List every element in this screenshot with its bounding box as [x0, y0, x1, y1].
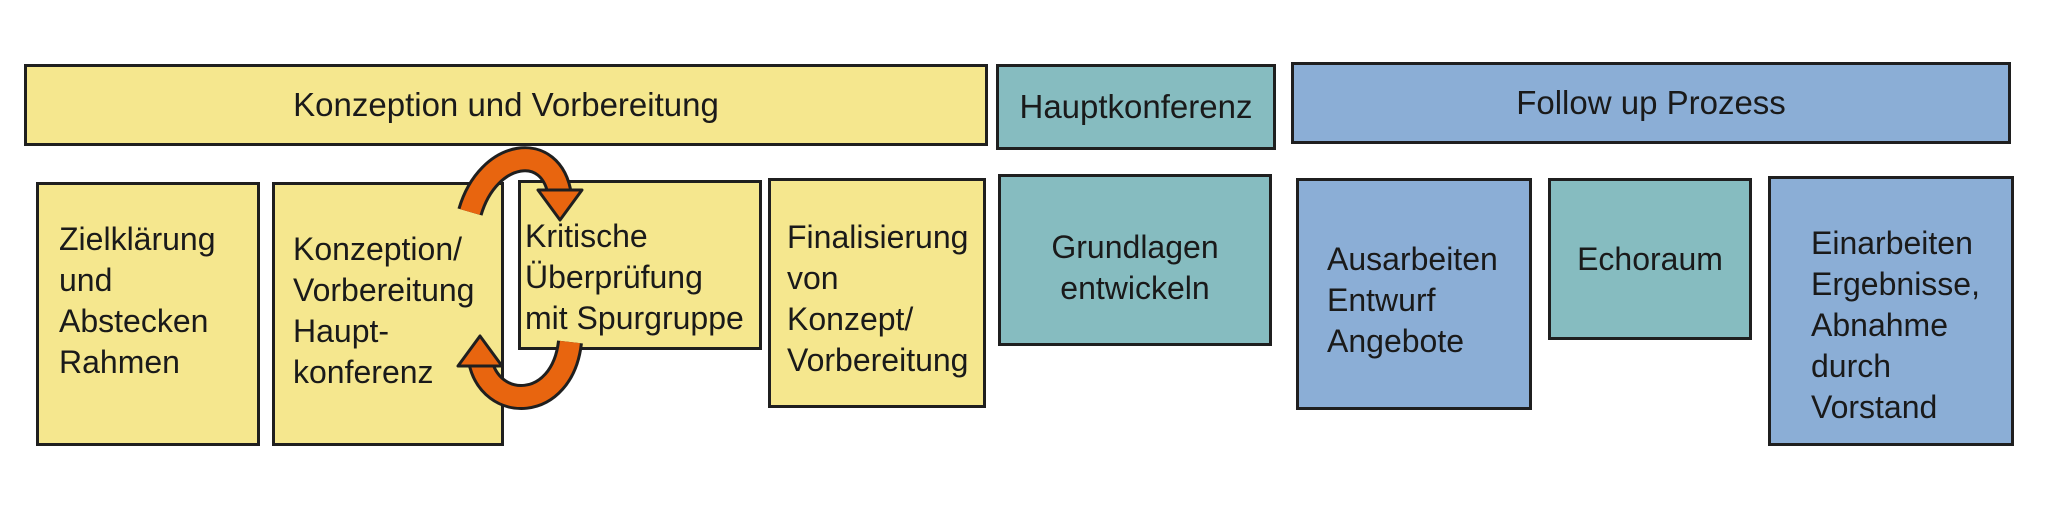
- card-einarbeiten-text: Einarbeiten Ergebnisse, Abnahme durch Vo…: [1811, 225, 1980, 425]
- card-ausarbeiten-text: Ausarbeiten Entwurf Angebote: [1327, 241, 1498, 359]
- card-finalisierung-text: Finalisierung von Konzept/ Vorbereitung: [787, 219, 969, 378]
- header-hauptkonferenz: Hauptkonferenz: [996, 64, 1276, 150]
- header-follow-up-prozess: Follow up Prozess: [1291, 62, 2011, 144]
- header-hauptkonferenz-label: Hauptkonferenz: [1019, 88, 1253, 125]
- card-kritische-text: Kritische Überprüfung mit Spurgruppe: [525, 218, 744, 336]
- card-kritische-ueberpruefung: Kritische Überprüfung mit Spurgruppe: [518, 180, 762, 350]
- card-finalisierung: Finalisierung von Konzept/ Vorbereitung: [768, 178, 986, 408]
- card-zielklaerung-text: Zielklärung und Abstecken Rahmen: [59, 221, 216, 380]
- card-grundlagen-entwickeln: Grundlagen entwickeln: [998, 174, 1272, 346]
- card-konzeption-text: Konzeption/ Vorbereitung Haupt- konferen…: [293, 231, 475, 390]
- card-echoraum: Echoraum: [1548, 178, 1752, 340]
- card-konzeption-vorbereitung: Konzeption/ Vorbereitung Haupt- konferen…: [272, 182, 504, 446]
- card-grundlagen-text: Grundlagen entwickeln: [1051, 229, 1219, 306]
- card-zielklaerung: Zielklärung und Abstecken Rahmen: [36, 182, 260, 446]
- header-konzeption-label: Konzeption und Vorbereitung: [293, 86, 719, 123]
- card-einarbeiten-ergebnisse: Einarbeiten Ergebnisse, Abnahme durch Vo…: [1768, 176, 2014, 446]
- header-followup-label: Follow up Prozess: [1516, 84, 1786, 121]
- header-konzeption-und-vorbereitung: Konzeption und Vorbereitung: [24, 64, 988, 146]
- card-echoraum-text: Echoraum: [1577, 240, 1723, 277]
- card-ausarbeiten-entwurf-angebote: Ausarbeiten Entwurf Angebote: [1296, 178, 1532, 410]
